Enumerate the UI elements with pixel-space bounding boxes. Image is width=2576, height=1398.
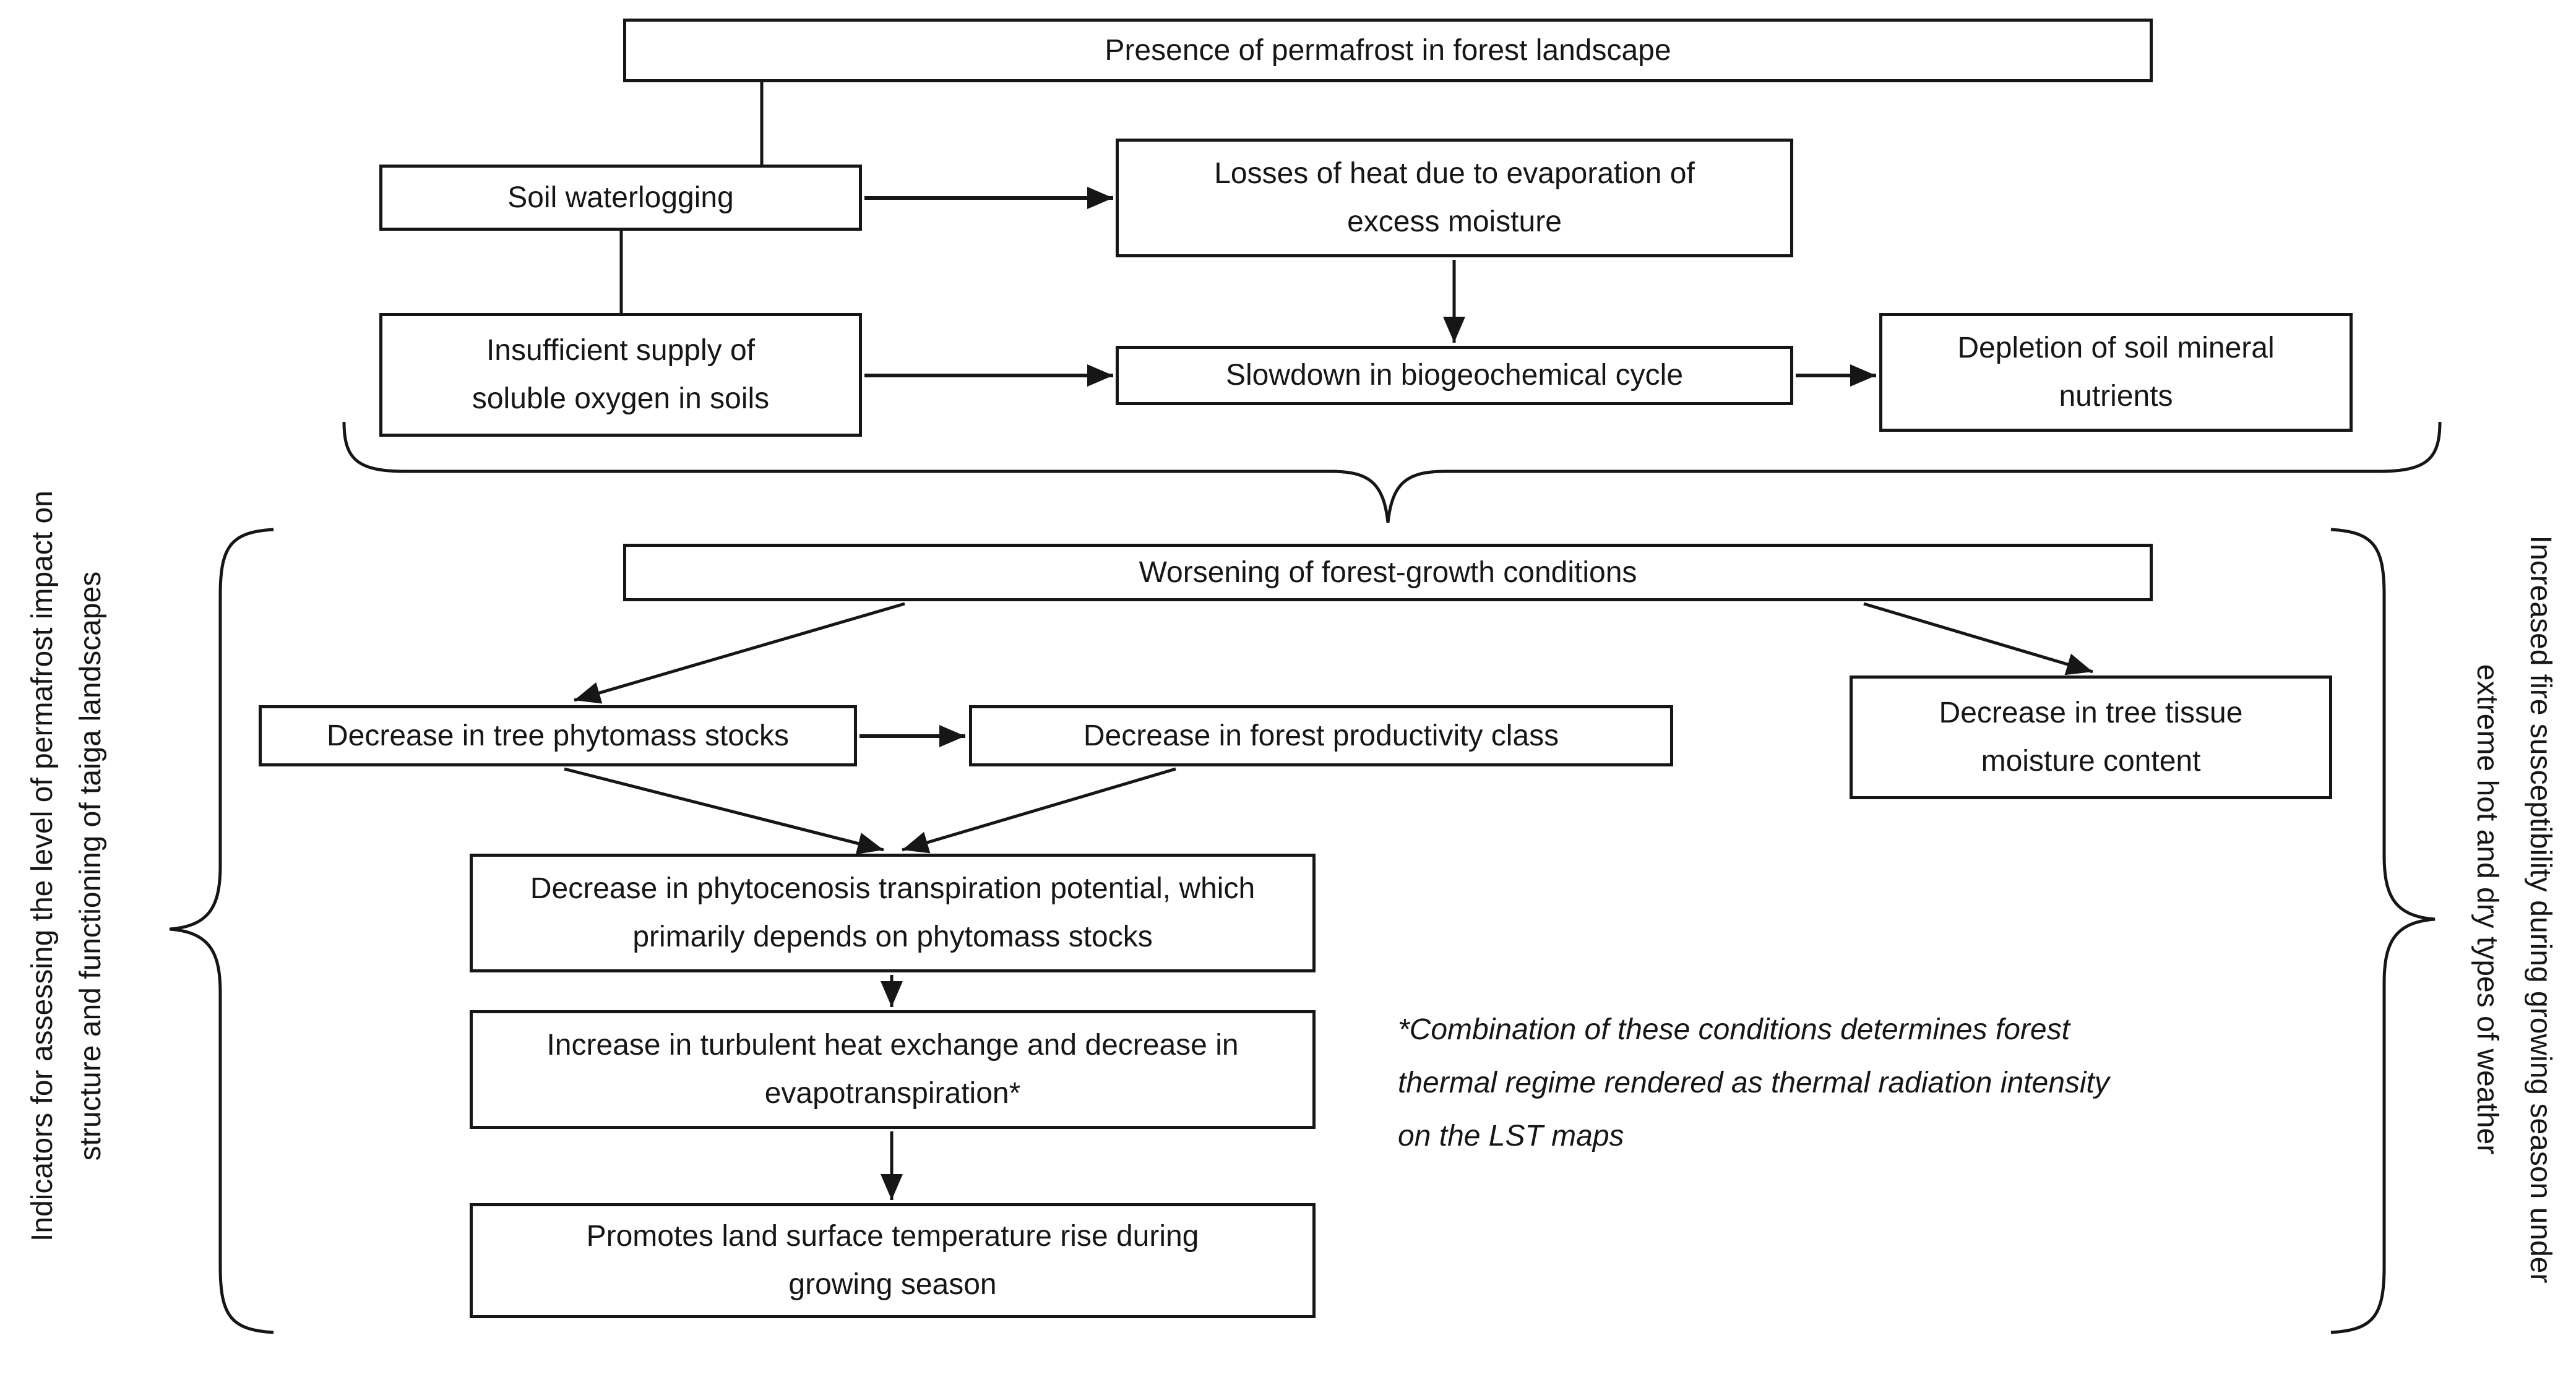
box-heat-losses-label: Losses of heat due to evaporation of exc…	[1214, 157, 1695, 238]
box-biogeochemical-slowdown: Slowdown in biogeochemical cycle	[1116, 346, 1793, 405]
box-phytomass-decrease-label: Decrease in tree phytomass stocks	[327, 719, 789, 752]
box-presence-of-permafrost-label: Presence of permafrost in forest landsca…	[1105, 33, 1671, 67]
brace-left	[169, 528, 274, 1334]
brace-top-block	[342, 421, 2442, 523]
brace-right	[2330, 528, 2436, 1334]
right-axis-caption-line-2: extreme hot and dry types of weather	[2471, 664, 2504, 1155]
box-turbulent-heat-exchange-label: Increase in turbulent heat exchange and …	[546, 1029, 1239, 1110]
arrow-worsening-to-tissue-moisture	[1863, 602, 2093, 675]
left-axis-caption: Indicators for assessing the level of pe…	[19, 359, 115, 1373]
arrow-phytomass-to-transpiration	[564, 767, 884, 855]
box-productivity-decrease-label: Decrease in forest productivity class	[1083, 719, 1559, 752]
box-lst-rise-label: Promotes land surface temperature rise d…	[586, 1220, 1199, 1301]
arrow-worsening-to-phytomass	[574, 602, 905, 704]
arrow-productivity-to-transpiration	[902, 767, 1176, 854]
box-nutrient-depletion: Depletion of soil mineral nutrients	[1879, 313, 2353, 432]
right-axis-caption: Increased fire susceptibility during gro…	[2460, 402, 2567, 1398]
box-turbulent-heat-exchange: Increase in turbulent heat exchange and …	[470, 1010, 1316, 1129]
box-presence-of-permafrost: Presence of permafrost in forest landsca…	[623, 19, 2153, 82]
left-axis-caption-line-1: Indicators for assessing the level of pe…	[26, 491, 59, 1241]
box-heat-losses: Losses of heat due to evaporation of exc…	[1116, 139, 1793, 257]
box-worsening-conditions-label: Worsening of forest-growth conditions	[1139, 555, 1637, 589]
box-nutrient-depletion-label: Depletion of soil mineral nutrients	[1957, 332, 2275, 413]
footnote-line-3: on the LST maps	[1398, 1120, 1624, 1152]
box-lst-rise: Promotes land surface temperature rise d…	[470, 1203, 1316, 1318]
box-tissue-moisture-decrease-label: Decrease in tree tissue moisture content	[1939, 697, 2243, 778]
box-oxygen-deficit: Insufficient supply of soluble oxygen in…	[379, 313, 862, 437]
box-oxygen-deficit-label: Insufficient supply of soluble oxygen in…	[472, 334, 770, 415]
box-worsening-conditions: Worsening of forest-growth conditions	[623, 544, 2153, 601]
footnote-lst-maps: *Combination of these conditions determi…	[1398, 1003, 2109, 1163]
box-soil-waterlogging: Soil waterlogging	[379, 165, 862, 231]
box-transpiration-decrease-label: Decrease in phytocenosis transpiration p…	[530, 872, 1256, 953]
box-transpiration-decrease: Decrease in phytocenosis transpiration p…	[470, 854, 1316, 972]
box-tissue-moisture-decrease: Decrease in tree tissue moisture content	[1850, 675, 2332, 799]
box-soil-waterlogging-label: Soil waterlogging	[507, 181, 734, 214]
box-biogeochemical-slowdown-label: Slowdown in biogeochemical cycle	[1225, 359, 1684, 392]
footnote-line-2: thermal regime rendered as thermal radia…	[1398, 1066, 2109, 1099]
left-axis-caption-line-2: structure and functioning of taiga lands…	[74, 571, 107, 1161]
box-phytomass-decrease: Decrease in tree phytomass stocks	[259, 705, 857, 766]
footnote-line-1: *Combination of these conditions determi…	[1398, 1013, 2070, 1046]
right-axis-caption-line-1: Increased fire susceptibility during gro…	[2524, 535, 2557, 1284]
box-productivity-decrease: Decrease in forest productivity class	[969, 705, 1673, 766]
